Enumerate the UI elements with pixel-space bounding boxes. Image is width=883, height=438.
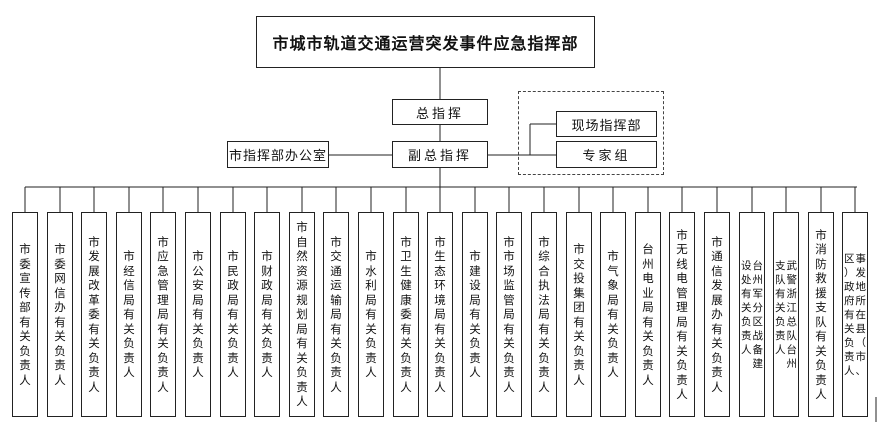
unit-label: 市 交 通 运 输 局 有 关 负 责 人 <box>330 234 342 394</box>
unit-label-column: 事 发 地 所 在 县 （ 市 、 <box>855 252 867 377</box>
unit-label: 市 建 设 局 有 关 负 责 人 <box>469 249 481 380</box>
unit-label: 武 警 浙 江 总 队 台 州支 队 有 关 负 责 人 <box>775 259 797 371</box>
unit-box: 市 建 设 局 有 关 负 责 人 <box>462 212 488 417</box>
unit-box: 台 州 军 分 区 战 备 建设 处 有 关 负 责 人 <box>739 212 765 417</box>
unit-box: 市 应 急 管 理 局 有 关 负 责 人 <box>150 212 176 417</box>
unit-label-column: 台 州 军 分 区 战 备 建 <box>752 259 764 370</box>
unit-label-column: 设 处 有 关 负 责 人 <box>741 259 752 356</box>
office-label: 市指挥部办公室 <box>228 149 327 164</box>
unit-label: 市 综 合 执 法 局 有 关 负 责 人 <box>538 234 550 394</box>
commander-box: 总指挥 <box>392 99 488 125</box>
unit-label: 市 生 态 环 境 局 有 关 负 责 人 <box>434 234 446 394</box>
unit-label: 市 水 利 局 有 关 负 责 人 <box>365 249 377 380</box>
unit-label-column: 武 警 浙 江 总 队 台 州 <box>786 259 798 370</box>
unit-label: 市 委 网 信 办 有 关 负 责 人 <box>54 242 66 387</box>
unit-box: 市 交 投 集 团 有 关 负 责 人 <box>566 212 592 417</box>
unit-label: 市 民 政 局 有 关 负 责 人 <box>227 249 239 380</box>
unit-label: 台 州 电 业 局 有 关 负 责 人 <box>642 242 654 387</box>
unit-box: 市 水 利 局 有 关 负 责 人 <box>358 212 384 417</box>
unit-label-column: 支 队 有 关 负 责 人 <box>775 259 786 356</box>
unit-label: 市 交 投 集 团 有 关 负 责 人 <box>573 242 585 387</box>
field-command-label: 现场指挥部 <box>571 118 642 134</box>
unit-box: 市 交 通 运 输 局 有 关 负 责 人 <box>323 212 349 417</box>
unit-label: 市 无 线 电 管 理 局 有 关 负 责 人 <box>676 227 688 402</box>
dashed-group <box>518 91 664 175</box>
unit-label: 市 自 然 资 源 规 划 局 有 关 负 责 人 <box>296 220 308 409</box>
unit-box: 市 公 安 局 有 关 负 责 人 <box>185 212 211 417</box>
unit-label: 市 应 急 管 理 局 有 关 负 责 人 <box>157 234 169 394</box>
unit-box: 市 卫 生 健 康 委 有 关 负 责 人 <box>393 212 419 417</box>
expert-group-box: 专家组 <box>556 141 657 168</box>
unit-box: 事 发 地 所 在 县 （ 市 、区 ） 政 府 有 关 负 责 人 <box>842 212 868 417</box>
unit-label: 市 卫 生 健 康 委 有 关 负 责 人 <box>400 234 412 394</box>
unit-label: 市 委 宣 传 部 有 关 负 责 人 <box>19 242 31 387</box>
unit-box: 市 通 信 发 展 办 有 关 负 责 人 <box>704 212 730 417</box>
unit-box: 市 自 然 资 源 规 划 局 有 关 负 责 人 <box>289 212 315 417</box>
unit-label: 市 市 场 监 管 局 有 关 负 责 人 <box>503 234 515 394</box>
unit-box: 市 委 宣 传 部 有 关 负 责 人 <box>12 212 38 417</box>
unit-label: 市 通 信 发 展 办 有 关 负 责 人 <box>711 234 723 394</box>
top-command-box: 市城市轨道交通运营突发事件应急指挥部 <box>256 16 595 68</box>
unit-label: 台 州 军 分 区 战 备 建设 处 有 关 负 责 人 <box>741 259 763 371</box>
commander-label: 总指挥 <box>415 106 464 122</box>
unit-box: 市 发 展 改 革 委 有 关 负 责 人 <box>81 212 107 417</box>
unit-label: 事 发 地 所 在 县 （ 市 、区 ） 政 府 有 关 负 责 人 <box>844 252 866 378</box>
unit-label: 市 经 信 局 有 关 负 责 人 <box>123 249 135 380</box>
top-command-label: 市城市轨道交通运营突发事件应急指挥部 <box>272 34 579 53</box>
unit-box: 市 无 线 电 管 理 局 有 关 负 责 人 <box>669 212 695 417</box>
unit-box: 台 州 电 业 局 有 关 负 责 人 <box>635 212 661 417</box>
unit-label-column: 区 ） 政 府 有 关 负 责 人 <box>844 252 855 377</box>
unit-box: 市 市 场 监 管 局 有 关 负 责 人 <box>496 212 522 417</box>
unit-box: 市 委 网 信 办 有 关 负 责 人 <box>47 212 73 417</box>
deputy-commander-box: 副总指挥 <box>392 141 488 168</box>
unit-box: 市 气 象 局 有 关 负 责 人 <box>600 212 626 417</box>
unit-box: 市 财 政 局 有 关 负 责 人 <box>254 212 280 417</box>
expert-group-label: 专家组 <box>582 149 631 164</box>
field-command-box: 现场指挥部 <box>556 111 657 137</box>
office-box: 市指挥部办公室 <box>227 141 329 168</box>
unit-label: 市 发 展 改 革 委 有 关 负 责 人 <box>88 234 100 394</box>
unit-box: 市 消 防 救 援 支 队 有 关 负 责 人 <box>808 212 834 417</box>
unit-label: 市 气 象 局 有 关 负 责 人 <box>607 249 619 380</box>
unit-box: 市 生 态 环 境 局 有 关 负 责 人 <box>427 212 453 417</box>
deputy-commander-label: 副总指挥 <box>407 149 472 164</box>
unit-label: 市 财 政 局 有 关 负 责 人 <box>261 249 273 380</box>
unit-box: 市 经 信 局 有 关 负 责 人 <box>116 212 142 417</box>
unit-label: 市 消 防 救 援 支 队 有 关 负 责 人 <box>815 227 827 402</box>
unit-label: 市 公 安 局 有 关 负 责 人 <box>192 249 204 380</box>
unit-box: 武 警 浙 江 总 队 台 州支 队 有 关 负 责 人 <box>773 212 799 417</box>
unit-box: 市 民 政 局 有 关 负 责 人 <box>220 212 246 417</box>
unit-box: 市 综 合 执 法 局 有 关 负 责 人 <box>531 212 557 417</box>
